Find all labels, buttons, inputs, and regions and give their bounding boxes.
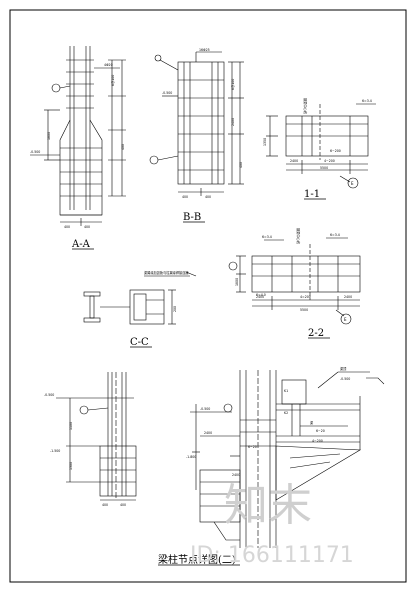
column-elevation-drawing: [56, 372, 137, 501]
svg-text:400: 400: [102, 503, 108, 507]
svg-text:2400: 2400: [231, 118, 235, 126]
watermark-logo: 知末: [224, 480, 312, 531]
svg-text:400: 400: [205, 195, 211, 199]
svg-text:-1.800: -1.800: [186, 455, 196, 459]
svg-text:2400: 2400: [256, 295, 264, 299]
svg-text:6~20: 6~20: [316, 429, 325, 433]
svg-text:梁顶: 梁顶: [340, 366, 347, 371]
section-two-title: 2-2: [308, 328, 324, 339]
svg-text:6=3.4: 6=3.4: [262, 235, 272, 239]
sheet-border: [9, 9, 407, 583]
svg-text:4~200: 4~200: [312, 439, 323, 443]
svg-text:400: 400: [239, 162, 243, 168]
svg-text:400: 400: [182, 195, 188, 199]
svg-text:6=3.4: 6=3.4: [362, 99, 372, 103]
svg-text:6~20: 6~20: [248, 445, 257, 449]
section-cc-drawing: [83, 271, 197, 325]
section-one-title: 1-1: [304, 189, 320, 200]
svg-text:钢梁中心线: 钢梁中心线: [296, 228, 301, 245]
svg-text:6@100: 6@100: [111, 75, 115, 86]
svg-text:2400: 2400: [290, 159, 298, 163]
svg-text:2400: 2400: [204, 431, 212, 435]
svg-text:4Φ20: 4Φ20: [104, 63, 113, 67]
section-one-marker: E: [351, 181, 354, 186]
section-two-dims: 钢梁中心线 6=3.4 6=3.4 1800 2400 4=200 2400 5…: [235, 228, 352, 312]
svg-text:-0.500: -0.500: [162, 91, 172, 95]
svg-text:1800: 1800: [235, 278, 239, 286]
svg-text:400: 400: [64, 225, 70, 229]
svg-text:-0.500: -0.500: [30, 150, 40, 154]
svg-text:1800: 1800: [47, 132, 51, 140]
section-aa-dims: 6@100 400 1800 400 400 -0.500 4Φ20: [30, 63, 125, 229]
section-aa-title: A-A: [71, 239, 91, 250]
column-elevation-dims: -0.500 -1.500 1100 1300 400 400: [44, 393, 126, 507]
svg-text:400: 400: [84, 225, 90, 229]
section-bb-dims: 16Φ25 -0.500 6@100 2400 400 400 400: [162, 48, 243, 199]
svg-text:5500: 5500: [300, 308, 308, 312]
svg-text:-0.500: -0.500: [340, 377, 350, 381]
svg-text:2400: 2400: [344, 295, 352, 299]
svg-text:-0.500: -0.500: [44, 393, 54, 397]
svg-text:1350: 1350: [263, 138, 267, 146]
svg-text:5500: 5500: [320, 166, 328, 170]
detail-title: 梁柱节点详图(二): [158, 553, 236, 566]
svg-text:梁: 梁: [310, 420, 314, 425]
svg-text:4~200: 4~200: [324, 159, 335, 163]
svg-text:1300: 1300: [69, 462, 73, 470]
joint-detail-drawing: [190, 370, 385, 548]
svg-text:200: 200: [173, 306, 177, 312]
watermark-id: ID: 166111171: [190, 543, 354, 568]
section-bb-title: B-B: [183, 212, 201, 223]
svg-text:400: 400: [120, 503, 126, 507]
section-cc-title: C-C: [130, 337, 149, 348]
svg-text:-0.500: -0.500: [200, 407, 210, 411]
svg-text:400: 400: [121, 144, 125, 150]
section-one-drawing: [266, 103, 376, 189]
section-two-drawing: [228, 237, 361, 325]
svg-text:1100: 1100: [69, 422, 73, 430]
svg-text:6~200: 6~200: [330, 149, 341, 153]
svg-text:K1: K1: [284, 389, 288, 393]
svg-text:-1.500: -1.500: [50, 449, 60, 453]
svg-text:4=200: 4=200: [300, 295, 311, 299]
svg-text:6=4.0: 6=4.0: [256, 293, 266, 297]
section-cc-dims: 梁翼缘加劲肋与柱翼缘焊接连接 200: [144, 270, 189, 312]
svg-text:16Φ25: 16Φ25: [199, 48, 210, 52]
section-aa-drawing: [30, 46, 126, 226]
svg-text:梁翼缘加劲肋与柱翼缘焊接连接: 梁翼缘加劲肋与柱翼缘焊接连接: [144, 270, 189, 275]
svg-text:K2: K2: [284, 411, 288, 415]
section-one-dims: 钢梁中心线 6=3.4 1350 2400 4~200 5500 6~200: [263, 98, 372, 170]
svg-text:6@100: 6@100: [231, 79, 235, 90]
svg-text:钢梁中心线: 钢梁中心线: [303, 98, 308, 115]
section-two-marker: E: [344, 317, 347, 322]
section-bb-drawing: [149, 51, 244, 196]
svg-text:2400: 2400: [232, 473, 240, 477]
joint-detail-dims: -0.500 2400 梁顶 -0.500 梁 6~20 4~200 -1.80…: [186, 366, 350, 477]
svg-text:6=3.4: 6=3.4: [330, 233, 340, 237]
